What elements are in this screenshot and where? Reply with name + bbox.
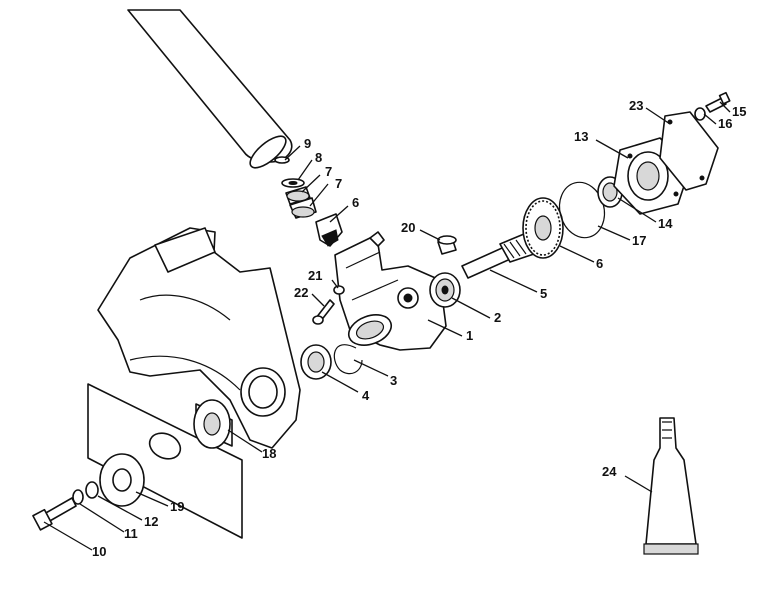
callout-24: 24 — [602, 464, 617, 479]
callout-23: 23 — [629, 98, 643, 113]
callout-8: 8 — [315, 150, 322, 165]
pinion-shaft — [461, 233, 535, 279]
screw-22 — [312, 285, 345, 325]
callout-13: 13 — [574, 129, 588, 144]
cover-plate — [659, 111, 719, 191]
callout-22: 22 — [294, 285, 308, 300]
callout-2: 2 — [494, 310, 501, 325]
callout-6b: 6 — [596, 256, 603, 271]
blade — [87, 383, 243, 539]
thrust-washer — [99, 453, 145, 507]
circlip — [333, 344, 363, 375]
thrust-plate — [193, 399, 233, 449]
bearing-2 — [429, 272, 461, 308]
plug — [437, 235, 457, 255]
screw-15 — [694, 91, 731, 121]
bevel-gear — [522, 197, 564, 259]
callout-3: 3 — [390, 373, 397, 388]
drive-tube — [127, 9, 293, 169]
callout-19: 19 — [170, 499, 184, 514]
bolt-and-washers — [32, 481, 99, 531]
callout-18: 18 — [262, 446, 276, 461]
shaft-small-parts — [274, 156, 343, 247]
callout-11: 11 — [124, 526, 138, 541]
callout-14: 14 — [658, 216, 673, 231]
callout-12: 12 — [144, 514, 158, 529]
callout-15: 15 — [732, 104, 746, 119]
callout-7a: 7 — [325, 164, 332, 179]
callout-4: 4 — [362, 388, 370, 403]
callout-labels: 9 8 7 7 6 20 21 22 1 2 3 4 5 6 17 14 13 … — [92, 98, 746, 559]
callout-21: 21 — [308, 268, 322, 283]
grease-tube — [643, 417, 699, 555]
callout-10: 10 — [92, 544, 106, 559]
callout-5: 5 — [540, 286, 547, 301]
callout-16: 16 — [718, 116, 732, 131]
callout-20: 20 — [401, 220, 415, 235]
callout-17: 17 — [632, 233, 646, 248]
seal — [300, 344, 332, 380]
gear-housing — [334, 231, 447, 351]
callout-7b: 7 — [335, 176, 342, 191]
callout-9: 9 — [304, 136, 311, 151]
deflector-guard — [97, 227, 301, 449]
callout-6a: 6 — [352, 195, 359, 210]
leader-lines — [43, 101, 731, 551]
callout-1: 1 — [466, 328, 473, 343]
